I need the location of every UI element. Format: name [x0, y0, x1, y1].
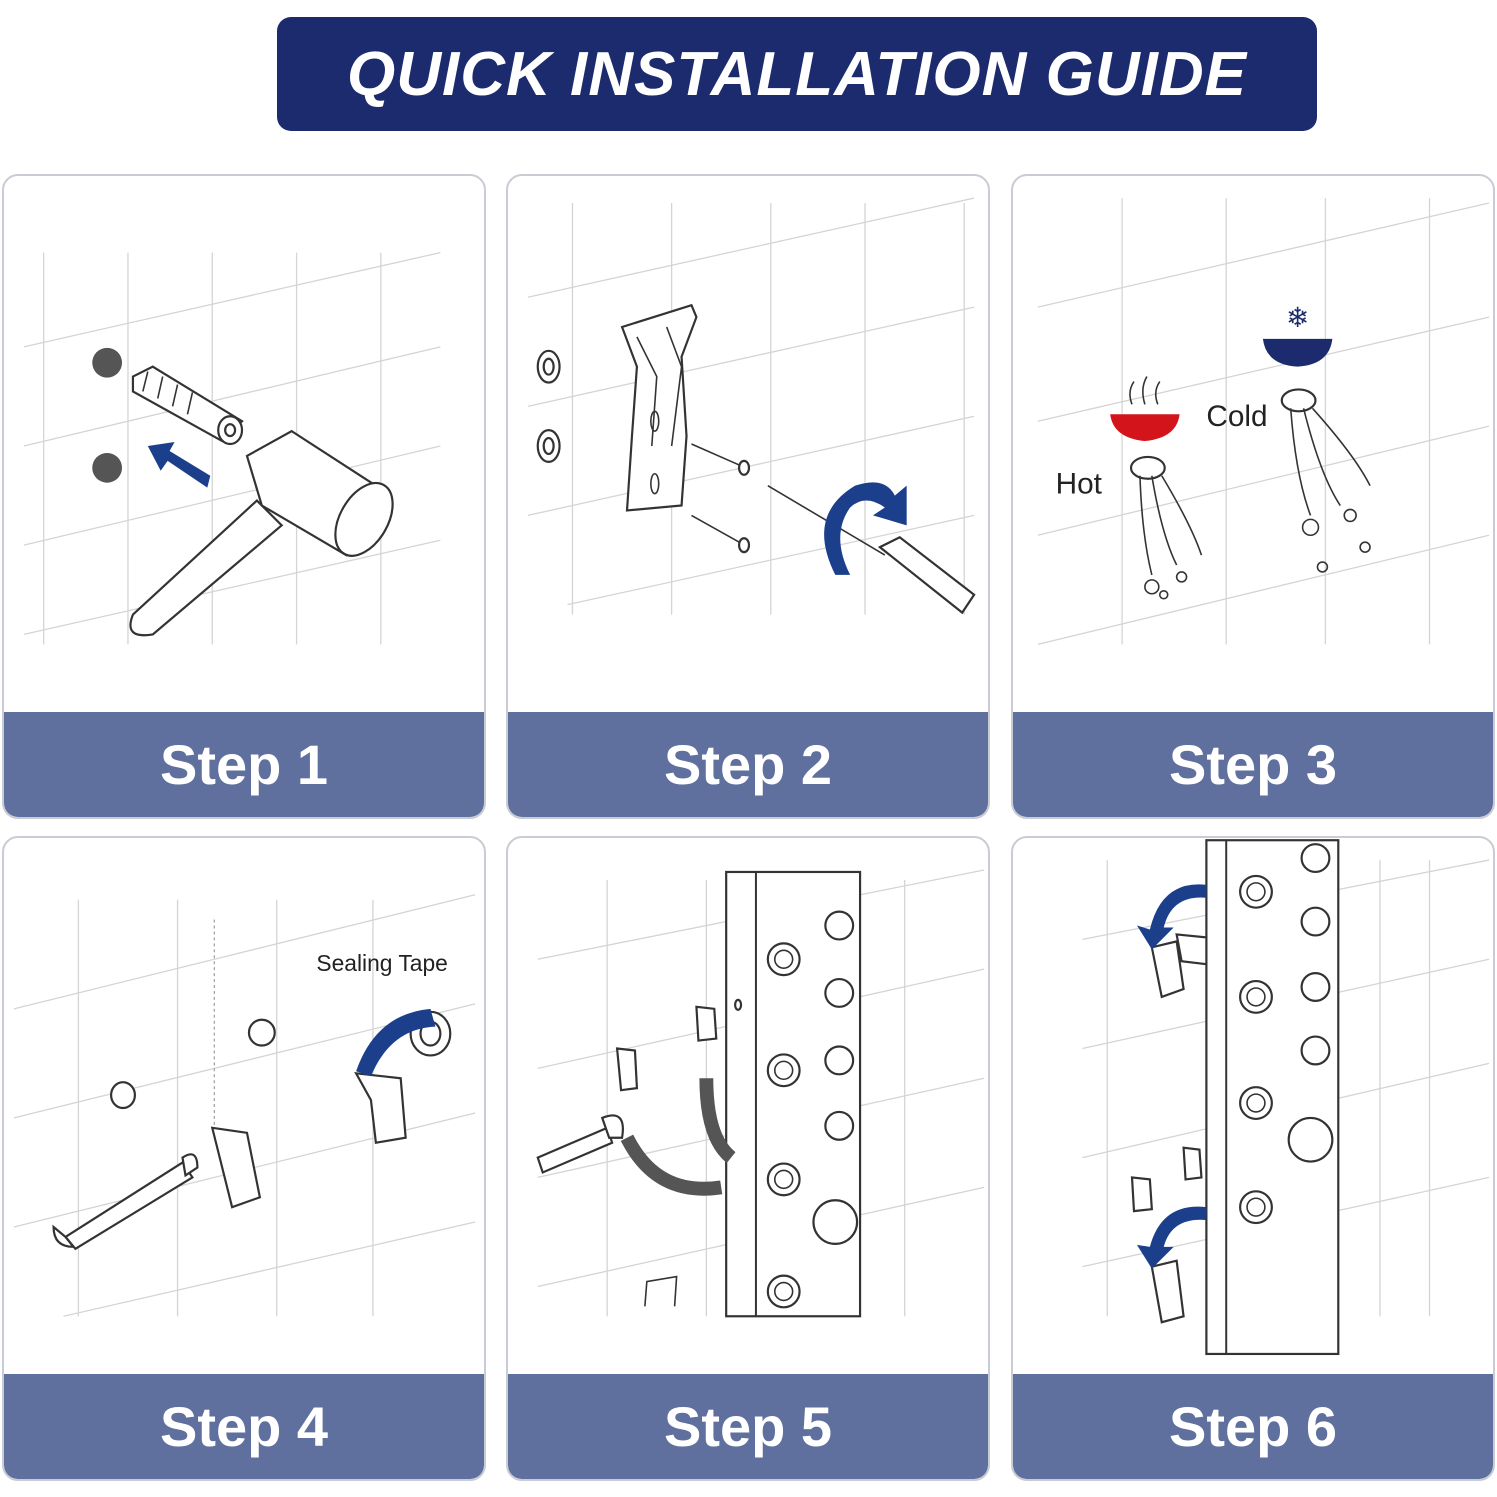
step-2-label-bar: Step 2 [508, 712, 988, 817]
body-jet-icon [766, 942, 801, 1309]
step-5-label-bar: Step 5 [508, 1374, 988, 1479]
elbow-fitting-icon [615, 1005, 718, 1092]
mounting-bracket-icon [620, 303, 698, 512]
step-3-illustration: ❄ Hot Cold [1037, 198, 1490, 645]
wall-anchor-icon [131, 365, 244, 446]
step-6-card: Step 6 [1011, 836, 1495, 1481]
hammer-icon [129, 429, 394, 637]
rotate-arrow-icon [1136, 1206, 1207, 1269]
step-2-illustration [527, 197, 976, 615]
step-4-illustration: Sealing Tape [13, 894, 476, 1317]
control-knob-icon [812, 910, 859, 1245]
water-flow-icon [1129, 388, 1371, 600]
step-4-card: Sealing Tape Step 4 [2, 836, 486, 1481]
cold-label: Cold [1206, 400, 1267, 433]
body-jet-icon [1239, 874, 1273, 1225]
mounting-bracket-icon [644, 1275, 678, 1307]
step-2-label: Step 2 [663, 733, 833, 796]
step-6-label: Step 6 [1168, 1395, 1338, 1458]
sealing-tape-label: Sealing Tape [316, 950, 447, 976]
rotate-arrow-icon [1136, 884, 1207, 950]
wrench-icon [52, 1153, 199, 1251]
step-2-card: Step 2 [506, 174, 990, 819]
step-3-label-bar: Step 3 [1013, 712, 1493, 817]
step-1-card: Step 1 [2, 174, 486, 819]
wall-hole-icon [92, 347, 123, 378]
step-3-label: Step 3 [1168, 733, 1338, 796]
step-1-label-bar: Step 1 [4, 712, 484, 817]
step-6-illustration [1082, 839, 1490, 1356]
elbow-fitting-icon [1130, 933, 1208, 1213]
arrow-icon [147, 442, 211, 488]
wrench-icon [536, 1114, 624, 1174]
rotate-arrow-icon [824, 482, 907, 575]
hot-water-icon [1110, 376, 1180, 442]
sealing-ring-icon [110, 1018, 276, 1110]
cold-water-icon: ❄ [1262, 302, 1333, 367]
flexible-hose-icon [620, 1078, 736, 1196]
wall-hole-icon [92, 452, 123, 483]
title-banner: QUICK INSTALLATION GUIDE [277, 17, 1317, 131]
step-3-card: ❄ Hot Cold Step 3 [1011, 174, 1495, 819]
page-title: QUICK INSTALLATION GUIDE [347, 39, 1247, 109]
step-4-label: Step 4 [159, 1395, 329, 1458]
step-5-label: Step 5 [663, 1395, 833, 1458]
step-5-card: Step 5 [506, 836, 990, 1481]
hot-label: Hot [1056, 468, 1103, 501]
mounting-bracket-icon [1150, 940, 1185, 1324]
elbow-fitting-icon [210, 1010, 452, 1209]
washer-icon [536, 349, 561, 463]
screwdriver-icon [767, 484, 976, 615]
step-5-illustration [536, 869, 985, 1318]
svg-text:❄: ❄ [1286, 302, 1309, 333]
step-4-label-bar: Step 4 [4, 1374, 484, 1479]
tape-wrap-icon [356, 1008, 436, 1077]
step-6-label-bar: Step 6 [1013, 1374, 1493, 1479]
step-1-illustration [23, 251, 441, 645]
control-knob-icon [1287, 843, 1334, 1163]
step-1-label: Step 1 [159, 733, 329, 796]
screw-icon [691, 443, 751, 554]
